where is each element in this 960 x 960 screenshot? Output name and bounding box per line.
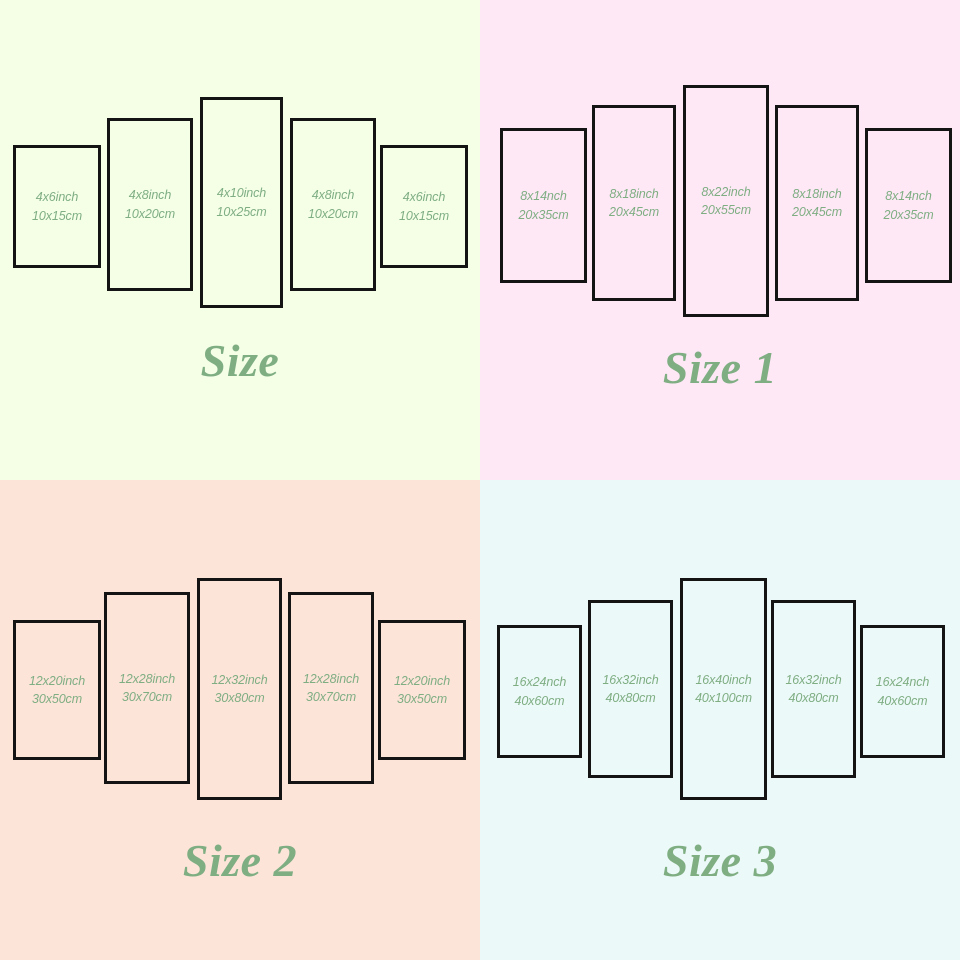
panel-2: 4x8inch 10x20cm	[107, 118, 193, 291]
panel-label: 12x32inch 30x80cm	[211, 672, 268, 705]
panel-label: 12x28inch 30x70cm	[118, 671, 176, 704]
panel-3: 8x22inch 20x55cm	[683, 85, 769, 317]
quadrant-size-3: 16x24nch 40x60cm 16x32inch 40x80cm 16x40…	[480, 480, 960, 960]
panel-5: 12x20inch 30x50cm	[378, 620, 466, 760]
panel-label: 8x14nch 20x35cm	[518, 189, 569, 222]
panel-2: 8x18inch 20x45cm	[592, 105, 676, 301]
quadrant-size-1: 8x14nch 20x35cm 8x18inch 20x45cm 8x22inc…	[480, 0, 960, 480]
panel-cluster: 16x24nch 40x60cm 16x32inch 40x80cm 16x40…	[480, 480, 960, 810]
panel-1: 4x6inch 10x15cm	[13, 145, 101, 268]
panel-label: 16x24nch 40x60cm	[875, 675, 930, 708]
panel-2: 16x32inch 40x80cm	[588, 600, 673, 778]
panel-4: 16x32inch 40x80cm	[771, 600, 856, 778]
panel-3: 12x32inch 30x80cm	[197, 578, 282, 800]
panel-2: 12x28inch 30x70cm	[104, 592, 190, 784]
panel-label: 4x6inch 10x15cm	[31, 190, 83, 223]
panel-label: 16x24nch 40x60cm	[512, 675, 567, 708]
quadrant-size-2: 12x20inch 30x50cm 12x28inch 30x70cm 12x3…	[0, 480, 480, 960]
panel-3: 16x40inch 40x100cm	[680, 578, 767, 800]
quadrant-heading: Size 1	[662, 342, 778, 393]
panel-1: 8x14nch 20x35cm	[500, 128, 587, 283]
panel-label: 12x20inch 30x50cm	[393, 673, 451, 706]
panel-label: 12x28inch 30x70cm	[302, 671, 360, 704]
panel-4: 4x8inch 10x20cm	[290, 118, 376, 291]
panel-5: 4x6inch 10x15cm	[380, 145, 468, 268]
panel-label: 8x18inch 20x45cm	[608, 186, 660, 219]
panel-4: 8x18inch 20x45cm	[775, 105, 859, 301]
panel-label: 8x22inch 20x55cm	[700, 184, 752, 217]
panel-label: 12x20inch 30x50cm	[28, 673, 86, 706]
panel-5: 16x24nch 40x60cm	[860, 625, 945, 758]
panel-label: 8x18inch 20x45cm	[791, 186, 843, 219]
panel-1: 16x24nch 40x60cm	[497, 625, 582, 758]
panel-3: 4x10inch 10x25cm	[200, 97, 283, 308]
panel-label: 16x32inch 40x80cm	[602, 672, 659, 705]
panel-cluster: 12x20inch 30x50cm 12x28inch 30x70cm 12x3…	[0, 480, 480, 810]
panel-label: 4x6inch 10x15cm	[398, 190, 450, 223]
panel-label: 16x40inch 40x100cm	[695, 672, 752, 705]
panel-cluster: 8x14nch 20x35cm 8x18inch 20x45cm 8x22inc…	[480, 0, 960, 330]
quadrant-heading: Size 3	[662, 835, 778, 886]
panel-label: 4x10inch 10x25cm	[216, 186, 267, 219]
panel-1: 12x20inch 30x50cm	[13, 620, 101, 760]
panel-cluster: 4x6inch 10x15cm 4x8inch 10x20cm 4x10inch…	[0, 0, 480, 330]
panel-label: 16x32inch 40x80cm	[785, 672, 842, 705]
panel-label: 8x14nch 20x35cm	[883, 189, 934, 222]
panel-4: 12x28inch 30x70cm	[288, 592, 374, 784]
quadrant-heading: Size	[200, 335, 280, 386]
panel-label: 4x8inch 10x20cm	[307, 188, 359, 221]
quadrant-size: 4x6inch 10x15cm 4x8inch 10x20cm 4x10inch…	[0, 0, 480, 480]
panel-5: 8x14nch 20x35cm	[865, 128, 952, 283]
quadrant-heading: Size 2	[182, 835, 298, 886]
panel-label: 4x8inch 10x20cm	[124, 188, 176, 221]
